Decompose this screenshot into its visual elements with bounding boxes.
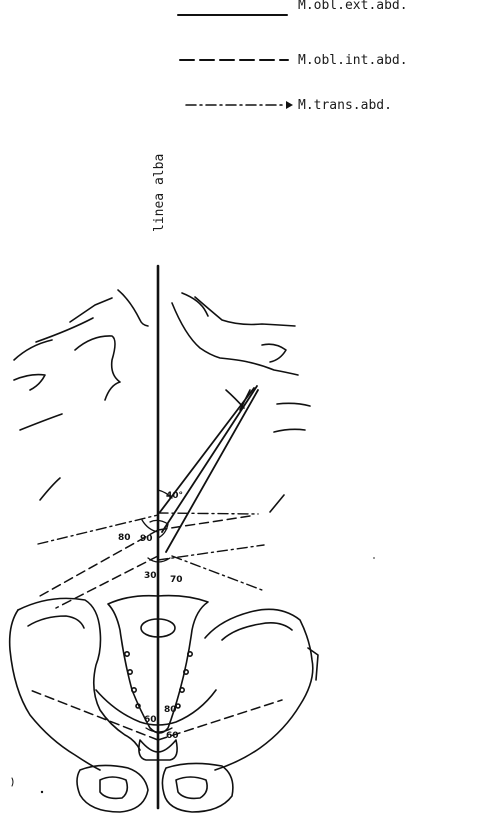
- sacral-foramen-l1: [125, 652, 129, 656]
- right-flank-2: [270, 495, 284, 512]
- left-obturator: [77, 765, 148, 812]
- angle-label-70: 70: [170, 575, 183, 585]
- left-rib-arc-2: [36, 318, 93, 342]
- legend-label-transversus: M.trans.abd.: [298, 98, 392, 113]
- internal-oblique-fiber-lower-left: [56, 556, 158, 608]
- external-oblique-fiber-3: [166, 390, 258, 552]
- angle-label-60-right: 60: [166, 731, 179, 741]
- legend: M.obl.ext.abd. M.obl.int.abd. M.trans.ab…: [178, 0, 408, 113]
- left-costal-margin: [75, 336, 120, 400]
- transversus-fiber-lower-right: [158, 545, 264, 560]
- sacral-foramen-r2: [184, 670, 188, 674]
- stray-dot-right: [373, 557, 375, 559]
- external-oblique-fiber-2: [162, 386, 257, 532]
- right-obturator-inner: [176, 777, 207, 798]
- angle-label-60-lower: 60: [144, 715, 157, 725]
- right-flank-1: [274, 429, 305, 432]
- left-ilium-inner: [28, 616, 84, 628]
- legend-label-internal-oblique: M.obl.int.abd.: [298, 53, 408, 68]
- transversus-fiber-upper-right: [158, 513, 258, 514]
- left-flank-2: [40, 478, 60, 500]
- angle-label-90: 90: [140, 534, 153, 544]
- right-iliac-wing: [205, 609, 313, 770]
- left-rib-arc-3: [14, 340, 52, 360]
- legend-item-internal-oblique: M.obl.int.abd.: [180, 53, 408, 68]
- legend-item-external-oblique: M.obl.ext.abd.: [178, 0, 408, 15]
- sacral-foramen-r4: [176, 704, 180, 708]
- right-costal-margin: [172, 303, 298, 375]
- angle-label-40: 40°: [166, 491, 183, 501]
- stray-mark-left: [12, 778, 13, 786]
- sacral-foramen-r1: [188, 652, 192, 656]
- internal-oblique-fiber-pelvis-left: [30, 690, 158, 740]
- transversus-fiber-middle-right: [172, 556, 262, 590]
- angle-label-30: 30: [144, 571, 157, 581]
- linea-alba-label: linea alba: [152, 154, 167, 232]
- right-rib-arc-1: [195, 297, 295, 326]
- sacral-foramen-l3: [132, 688, 136, 692]
- legend-item-transversus: M.trans.abd.: [186, 98, 392, 113]
- sacral-foramen-l2: [128, 670, 132, 674]
- torso-outline: [14, 290, 310, 512]
- right-obturator: [162, 763, 232, 812]
- sacral-foramen-r3: [180, 688, 184, 692]
- legend-arrowhead: [286, 101, 293, 109]
- left-obturator-inner: [100, 777, 127, 798]
- left-iliac-crest: [10, 610, 100, 770]
- angle-label-80-left: 80: [118, 533, 131, 543]
- stray-dot: [41, 791, 43, 793]
- angle-label-80-lower: 80: [164, 705, 177, 715]
- right-rib-arc-5: [277, 403, 310, 406]
- left-flank-1: [20, 414, 62, 430]
- right-rib-arc-3: [262, 344, 286, 362]
- legend-label-external-oblique: M.obl.ext.abd.: [298, 0, 408, 13]
- left-costal-curve: [118, 290, 148, 326]
- left-rib-arc-4: [14, 375, 45, 390]
- right-ilium-inner: [222, 623, 292, 640]
